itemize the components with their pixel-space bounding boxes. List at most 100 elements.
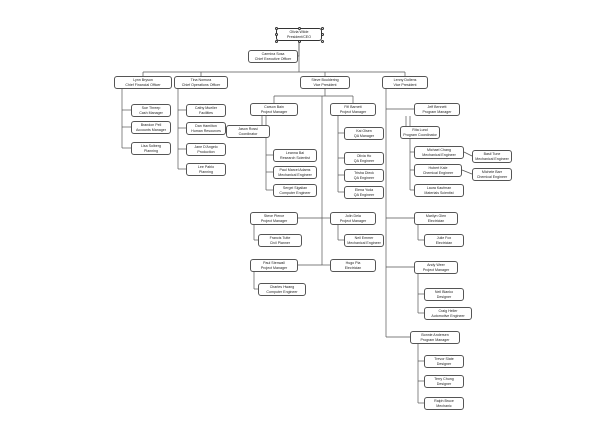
org-node-title: Project Manager xyxy=(422,267,450,272)
org-node-name: Lynn Bryson xyxy=(133,78,153,83)
org-node-name: Kai Olsen xyxy=(356,129,372,134)
org-node-title: Civil Planner xyxy=(269,240,291,245)
org-node-title: Facilities xyxy=(199,110,213,115)
org-node-title: Chief Financial Officer xyxy=(125,82,161,87)
org-node-title: QA Engineer xyxy=(353,175,375,180)
connector-line xyxy=(463,151,473,157)
org-node-title: QA Manager xyxy=(353,133,375,138)
org-node-name: Trisha Dieck xyxy=(354,171,374,176)
org-node-name: Jane D'Angelo xyxy=(194,145,218,150)
org-node-title: Mechanic xyxy=(436,403,452,408)
org-node-title: Materials Scientist xyxy=(424,190,454,195)
org-node-title: Planning xyxy=(199,169,213,174)
org-node-title: Coordinator xyxy=(238,131,258,136)
org-node-title: Computer Engineer xyxy=(279,190,311,195)
org-node-title: Designer xyxy=(436,381,452,386)
org-node-name: Jason Rossi xyxy=(238,127,258,132)
org-node-name: Craig Heller xyxy=(438,309,458,314)
org-node-name: Olivia Wilde xyxy=(289,30,309,35)
org-node-name: Marilyn Glen xyxy=(425,214,447,219)
org-node-name: Trevor Slate xyxy=(434,357,454,362)
org-node-name: Steve Bouldering xyxy=(311,78,339,83)
selection-handle[interactable] xyxy=(320,39,324,43)
org-node-name: Rita Lund xyxy=(412,128,428,133)
selection-handle[interactable] xyxy=(274,26,278,30)
org-node-title: Vice President xyxy=(313,82,337,87)
selection-handle[interactable] xyxy=(274,33,278,36)
org-node-name: Lenny Dollens xyxy=(393,78,417,83)
org-node-title: QA Engineer xyxy=(353,158,375,163)
selection-handle[interactable] xyxy=(274,39,278,43)
org-node-title: Chemical Engineer xyxy=(476,174,508,179)
org-node-title: Electrician xyxy=(427,218,445,223)
org-node-name: Laura Kaufman xyxy=(426,186,452,191)
org-node-name: Neil Emmer xyxy=(354,236,374,241)
org-node-title: Program Manager xyxy=(422,109,452,114)
connector-line xyxy=(461,169,473,175)
org-node-title: QA Engineer xyxy=(353,192,375,197)
selection-handle[interactable] xyxy=(320,33,324,36)
selection-handle[interactable] xyxy=(297,39,301,43)
org-node-name: Lee Pablo xyxy=(197,165,215,170)
org-node-title: Research Scientist xyxy=(280,155,310,160)
org-node-title: Program Coordinator xyxy=(403,132,437,137)
org-node-title: Mechanical Engineer xyxy=(278,172,312,177)
org-node-name: Julie Fox xyxy=(436,236,452,241)
org-node-name: Andy Weer xyxy=(427,263,445,268)
org-node-name: Sergei Sigalian xyxy=(282,186,308,191)
selection-handle[interactable] xyxy=(297,26,301,30)
org-node-title: Project Manager xyxy=(339,218,367,223)
org-node-name: Hubert Kale xyxy=(428,166,448,171)
selection-handle[interactable] xyxy=(320,26,324,30)
org-node-title: Designer xyxy=(436,361,452,366)
org-node-name: Tina Nomura xyxy=(190,78,212,83)
org-node-title: Cash Manager xyxy=(139,110,163,115)
